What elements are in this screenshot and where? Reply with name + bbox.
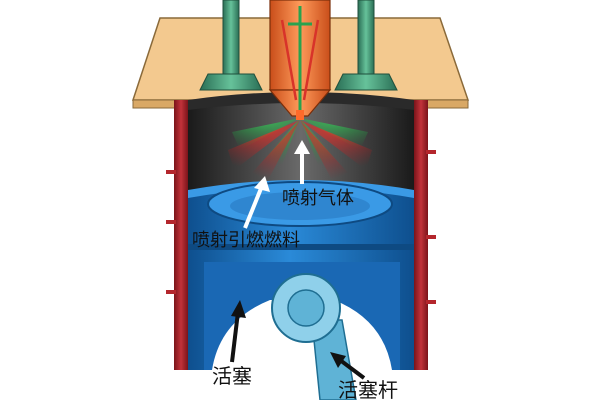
- rod-arrow: [330, 352, 366, 380]
- fuel-arrow: [243, 176, 270, 229]
- cylinder-wall: [166, 100, 436, 370]
- piston-bowl-inner: [230, 192, 370, 220]
- intake-valve: [199, 0, 263, 91]
- exhaust-valve: [334, 0, 398, 91]
- fuel-injector: [268, 0, 332, 120]
- fuel-spray: [228, 120, 372, 180]
- label-piston: 活塞: [212, 364, 252, 388]
- label-injected-gas: 喷射气体: [282, 188, 354, 209]
- label-injected-pilot-fuel: 喷射引燃燃料: [192, 230, 300, 251]
- piston-arrow: [230, 300, 246, 363]
- gas-arrow: [294, 140, 310, 184]
- label-connecting-rod: 活塞杆: [338, 378, 398, 402]
